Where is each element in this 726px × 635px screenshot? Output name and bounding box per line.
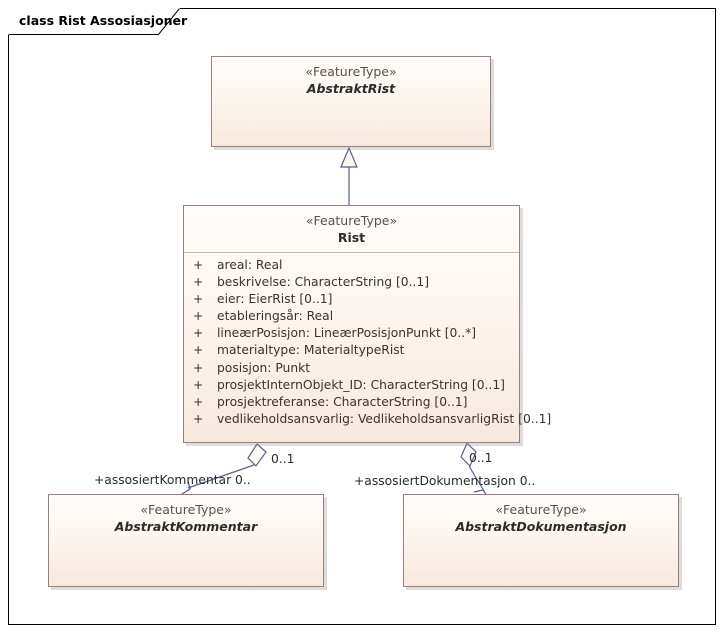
role-label-kommentar-target: +assosiertKommentar 0..: [94, 473, 251, 487]
class-box-rist[interactable]: «FeatureType» Rist + areal: Real + beskrive…: [183, 205, 551, 443]
attribute-text: eier: EierRist [0..1]: [217, 292, 333, 307]
attribute-row: + areal: Real: [184, 257, 519, 274]
attribute-text: lineærPosisjon: LineærPosisjonPunkt [0..…: [217, 326, 477, 341]
diagram-title: class Rist Assosiasjoner: [19, 13, 188, 28]
attribute-text: posisjon: Punkt: [217, 360, 311, 375]
attribute-visibility: +: [193, 292, 204, 307]
stereotype-label: «FeatureType»: [140, 502, 232, 517]
class-header-rist: «FeatureType» Rist: [184, 206, 519, 252]
attribute-visibility: +: [193, 411, 204, 426]
multiplicity-label-kommentar-source: 0..1: [271, 452, 295, 466]
attribute-visibility: +: [193, 394, 204, 409]
class-header-abstraktrist: «FeatureType» AbstraktRist: [212, 57, 490, 103]
diagram-frame: [8, 8, 716, 625]
class-name-label: Rist: [337, 230, 366, 245]
multiplicity-label-dokumentasjon-source: 0..1: [469, 451, 493, 465]
class-name-label: AbstraktKommentar: [114, 519, 258, 534]
attribute-visibility: +: [193, 309, 204, 324]
attribute-visibility: +: [193, 343, 204, 358]
stereotype-label: «FeatureType»: [305, 64, 397, 79]
attribute-text: materialtype: MaterialtypeRist: [217, 343, 405, 358]
attribute-row: + eier: EierRist [0..1]: [184, 291, 519, 308]
class-box-abstraktkommentar[interactable]: «FeatureType» AbstraktKommentar: [48, 494, 324, 587]
attribute-text: etableringsår: Real: [217, 309, 334, 324]
attribute-visibility: +: [193, 377, 204, 392]
attribute-visibility: +: [193, 258, 204, 272]
attribute-text: prosjektInternObjekt_ID: CharacterString…: [217, 377, 505, 392]
attribute-text: prosjektreferanse: CharacterString [0..1…: [217, 394, 468, 409]
attribute-visibility: +: [193, 326, 204, 341]
attribute-row: + lineærPosisjon: LineærPosisjonPunkt [0.…: [184, 325, 519, 342]
attribute-text: areal: Real: [217, 258, 283, 272]
compartment-divider: [184, 252, 519, 253]
attribute-compartment-rist: + areal: Real + beskrivelse: CharacterStrin…: [184, 253, 551, 433]
stereotype-label: «FeatureType»: [305, 213, 398, 228]
attribute-row: + etableringsår: Real: [184, 308, 519, 325]
class-box-abstraktdokumentasjon[interactable]: «FeatureType» AbstraktDokumentasjon: [403, 494, 679, 587]
attribute-visibility: +: [193, 275, 204, 290]
attribute-row: + beskrivelse: CharacterString [0..1]: [184, 274, 519, 291]
attribute-row: + prosjektreferanse: CharacterString [0..…: [184, 394, 519, 411]
class-header-abstraktdokumentasjon: «FeatureType» AbstraktDokumentasjon: [404, 495, 678, 541]
class-box-abstraktrist[interactable]: «FeatureType» AbstraktRist: [211, 56, 491, 147]
attribute-text: beskrivelse: CharacterString [0..1]: [217, 275, 430, 290]
role-label-dokumentasjon-target: +assosiertDokumentasjon 0..: [354, 474, 536, 488]
attribute-row: + vedlikeholdsansvarlig: Vedlikeholdsansv…: [184, 411, 551, 428]
class-name-label: AbstraktDokumentasjon: [455, 519, 627, 534]
class-name-label: AbstraktRist: [306, 81, 396, 96]
stereotype-label: «FeatureType»: [495, 502, 587, 517]
attribute-row: + materialtype: MaterialtypeRist: [184, 342, 519, 359]
attribute-visibility: +: [193, 360, 204, 375]
attribute-text: vedlikeholdsansvarlig: Vedlikeholdsansva…: [217, 411, 552, 426]
attribute-row: + posisjon: Punkt: [184, 360, 519, 377]
diagram-title-tab: class Rist Assosiasjoner: [8, 8, 187, 35]
attribute-row: + prosjektInternObjekt_ID: CharacterStrin…: [184, 377, 519, 394]
title-tab-shape: [8, 8, 180, 35]
class-header-abstraktkommentar: «FeatureType» AbstraktKommentar: [49, 495, 323, 541]
